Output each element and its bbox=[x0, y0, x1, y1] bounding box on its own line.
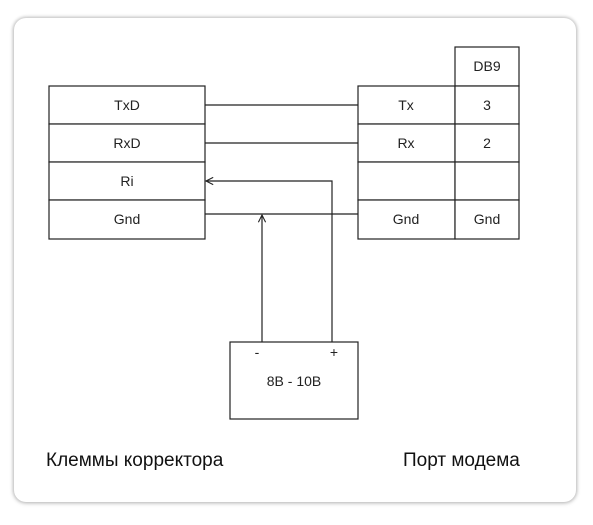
modem-pin-label-3: 3 bbox=[483, 97, 491, 113]
power-supply-box bbox=[229, 341, 359, 420]
modem-port-table: DB9 Tx Rx Gnd 3 2 Gnd bbox=[357, 46, 520, 240]
modem-pin-label-gnd: Gnd bbox=[474, 211, 500, 227]
terminal-block: TxD RxD Ri Gnd bbox=[48, 85, 206, 240]
modem-signal-label-tx: Tx bbox=[398, 97, 414, 113]
terminal-label-rxd: RxD bbox=[113, 135, 140, 151]
terminal-cell-ri bbox=[48, 161, 206, 201]
wires bbox=[205, 104, 358, 342]
caption-terminals: Клеммы корректора bbox=[46, 450, 224, 471]
modem-pin-cell-2 bbox=[454, 123, 520, 163]
terminal-label-gnd: Gnd bbox=[114, 211, 140, 227]
modem-pin-cell-empty bbox=[454, 161, 520, 201]
modem-pin-cell-gnd bbox=[454, 199, 520, 240]
wire-plus-to-ri bbox=[206, 181, 333, 342]
terminal-cell-txd bbox=[48, 85, 206, 125]
power-voltage-label: 8В - 10В bbox=[267, 373, 321, 389]
db9-header-label: DB9 bbox=[473, 58, 500, 74]
terminal-cell-gnd bbox=[48, 199, 206, 240]
terminal-label-txd: TxD bbox=[114, 97, 140, 113]
power-supply: - + 8В - 10В bbox=[229, 341, 359, 420]
modem-signal-label-gnd: Gnd bbox=[393, 211, 419, 227]
terminal-cell-rxd bbox=[48, 123, 206, 163]
caption-modem-port: Порт модема bbox=[403, 450, 520, 471]
power-plus-label: + bbox=[330, 344, 338, 360]
modem-pin-cell-3 bbox=[454, 85, 520, 125]
power-minus-label: - bbox=[255, 344, 260, 360]
modem-signal-cell-gnd bbox=[357, 199, 456, 240]
modem-signal-label-rx: Rx bbox=[397, 135, 414, 151]
modem-pin-label-2: 2 bbox=[483, 135, 491, 151]
terminal-label-ri: Ri bbox=[120, 173, 133, 189]
modem-signal-cell-empty bbox=[357, 161, 456, 201]
